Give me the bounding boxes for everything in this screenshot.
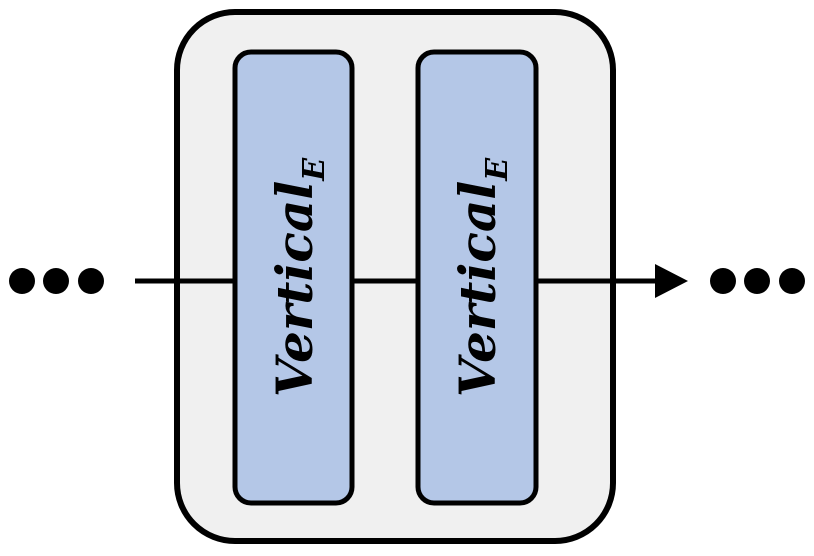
vertical-block-1-label-subscript: E xyxy=(297,157,332,182)
vertical-block-2-label-subscript: E xyxy=(480,157,515,182)
vertical-block-1: VerticalE xyxy=(232,49,355,506)
vertical-block-1-label-main: Vertical xyxy=(265,181,324,397)
ellipsis-right xyxy=(710,268,805,294)
vertical-block-1-rect xyxy=(232,49,355,506)
vertical-block-2: VerticalE xyxy=(415,49,539,506)
ellipsis-right-dot-2 xyxy=(744,268,770,294)
ellipsis-left-dot-1 xyxy=(9,268,35,294)
vertical-block-2-label: VerticalE xyxy=(448,157,515,397)
ellipsis-right-dot-1 xyxy=(710,268,736,294)
output-arrow-head xyxy=(655,264,688,298)
ellipsis-left xyxy=(9,268,104,294)
ellipsis-left-dot-2 xyxy=(43,268,69,294)
ellipsis-left-dot-3 xyxy=(78,268,104,294)
vertical-block-2-rect xyxy=(415,49,539,506)
ellipsis-right-dot-3 xyxy=(779,268,805,294)
vertical-block-1-label: VerticalE xyxy=(265,157,332,397)
vertical-block-2-label-main: Vertical xyxy=(448,181,507,397)
